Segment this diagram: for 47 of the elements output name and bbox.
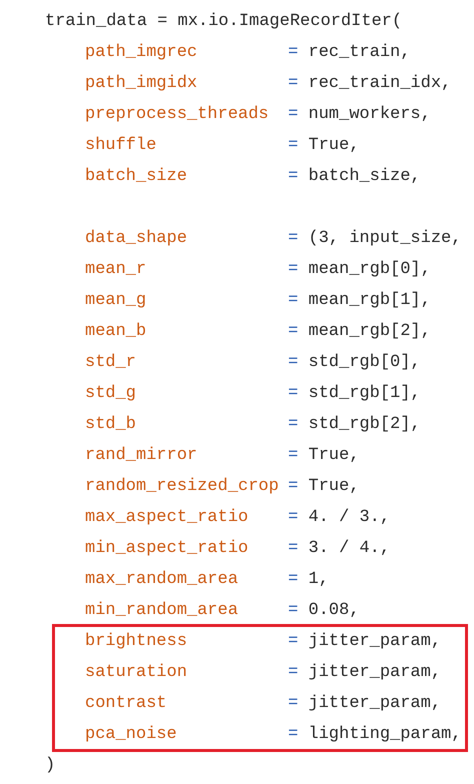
parameter-name: contrast bbox=[85, 694, 167, 714]
parameter-value: = rec_train, bbox=[288, 43, 410, 63]
parameter-value: = rec_train_idx, bbox=[288, 74, 452, 94]
parameter-value: = mean_rgb[1], bbox=[288, 291, 431, 311]
parameter-value: = 0.08, bbox=[288, 601, 360, 621]
parameter-value: = jitter_param, bbox=[288, 694, 442, 714]
parameter-name: shuffle bbox=[85, 136, 156, 156]
parameter-value: = jitter_param, bbox=[288, 663, 442, 683]
parameter-value: = True, bbox=[288, 477, 360, 497]
parameter-name: mean_r bbox=[85, 260, 146, 280]
parameter-name: pca_noise bbox=[85, 725, 177, 745]
parameter-value: = 1, bbox=[288, 570, 329, 590]
parameter-name: min_random_area bbox=[85, 601, 238, 621]
parameter-name: data_shape bbox=[85, 229, 188, 249]
parameter-value: = batch_size, bbox=[288, 167, 421, 187]
parameter-value: = lighting_param, bbox=[288, 725, 462, 745]
parameter-name: min_aspect_ratio bbox=[85, 539, 248, 559]
parameter-value: = std_rgb[1], bbox=[288, 384, 421, 404]
parameter-name: max_random_area bbox=[85, 570, 238, 590]
parameter-value: = True, bbox=[288, 446, 360, 466]
parameter-name: saturation bbox=[85, 663, 188, 683]
parameter-name: mean_g bbox=[85, 291, 146, 311]
parameter-name: max_aspect_ratio bbox=[85, 508, 248, 528]
parameter-name: std_r bbox=[85, 353, 136, 373]
parameter-name: path_imgidx bbox=[85, 74, 198, 94]
highlight-frame bbox=[52, 624, 468, 752]
parameter-name: rand_mirror bbox=[85, 446, 198, 466]
parameter-value: = 3. / 4., bbox=[288, 539, 390, 559]
parameter-name: batch_size bbox=[85, 167, 188, 187]
parameter-value: = num_workers, bbox=[288, 105, 431, 125]
parameter-value: = (3, input_size, bbox=[288, 229, 462, 249]
parameter-value: = True, bbox=[288, 136, 360, 156]
parameter-name: brightness bbox=[85, 632, 188, 652]
parameter-value: = std_rgb[0], bbox=[288, 353, 421, 373]
parameter-value: = mean_rgb[2], bbox=[288, 322, 431, 342]
parameter-name: path_imgrec bbox=[85, 43, 198, 63]
parameter-name: preprocess_threads bbox=[85, 105, 269, 125]
parameter-name: random_resized_crop bbox=[85, 477, 279, 497]
parameter-name: mean_b bbox=[85, 322, 146, 342]
parameter-name: std_g bbox=[85, 384, 136, 404]
parameter-value: = mean_rgb[0], bbox=[288, 260, 431, 280]
code-line: train_data = mx.io.ImageRecordIter( bbox=[45, 12, 402, 32]
closing-parenthesis: ) bbox=[45, 756, 56, 776]
parameter-value: = 4. / 3., bbox=[288, 508, 390, 528]
parameter-value: = std_rgb[2], bbox=[288, 415, 421, 435]
parameter-name: std_b bbox=[85, 415, 136, 435]
parameter-value: = jitter_param, bbox=[288, 632, 442, 652]
